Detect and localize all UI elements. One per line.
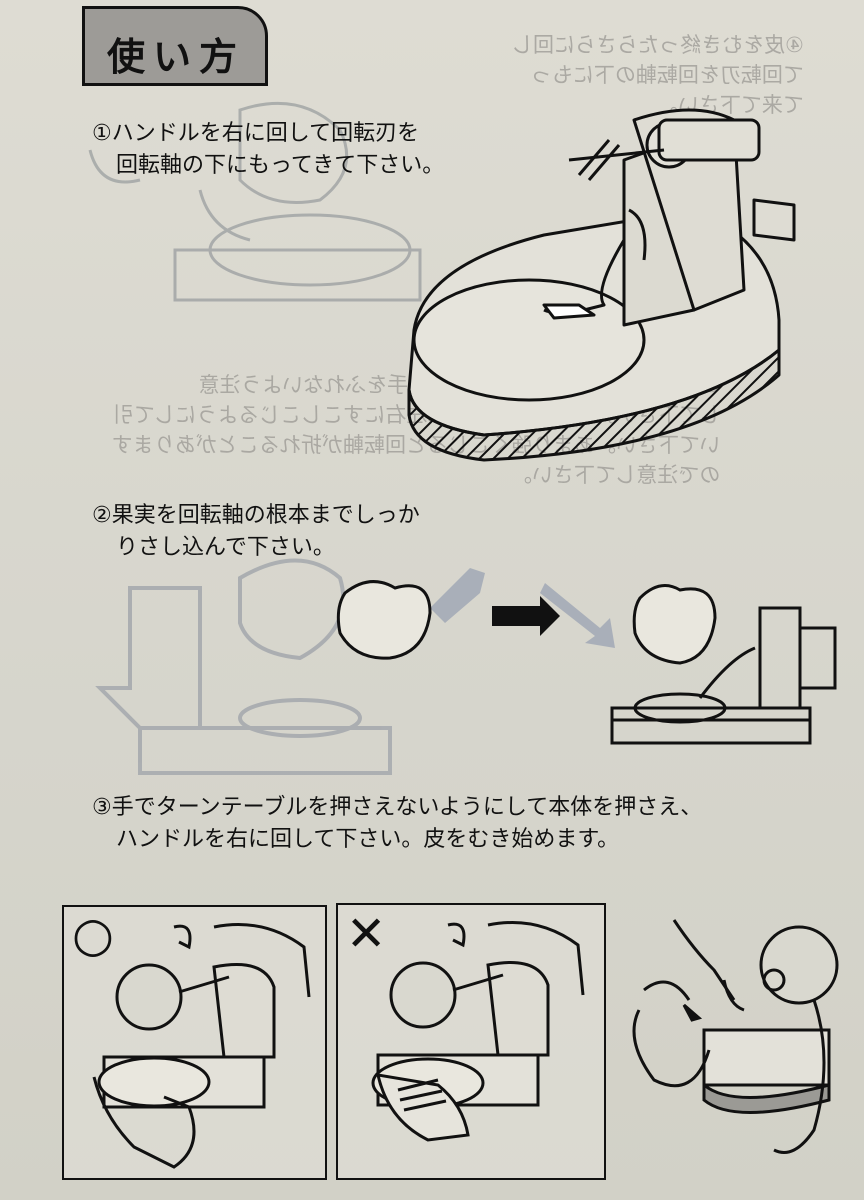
step-number: ③	[92, 795, 112, 820]
fruit-apple-small	[632, 584, 717, 665]
step-3-text: ③手でターンテーブルを押さえないようにして本体を押さえ、 ハンドルを右に回して下…	[92, 792, 702, 856]
section-title-tab: 使い方	[82, 6, 268, 86]
step-line: ハンドルを右に回して下さい。皮をむき始めます。	[116, 827, 620, 852]
wrong-usage-illustration	[371, 921, 585, 1142]
correct-usage-panel: ○	[62, 905, 327, 1180]
step-2-text: ②果実を回転軸の根本までしっか りさし込んで下さい。	[92, 500, 420, 564]
step-line: 果実を回転軸の根本までしっか	[111, 503, 420, 528]
correct-usage-illustration	[92, 923, 311, 1169]
step-line: ハンドルを右に回して回転刃を	[111, 121, 420, 146]
step-number: ①	[92, 121, 112, 146]
arrow-gray-up	[430, 568, 485, 623]
insert-fruit-illustration	[95, 558, 837, 775]
step-line: りさし込んで下さい。	[116, 535, 335, 560]
fruit-apple-large	[336, 580, 432, 660]
step-line: 手でターンテーブルを押さえないようにして本体を押さえ、	[111, 795, 703, 820]
step-number: ②	[92, 503, 112, 528]
wrong-mark: ✕	[346, 906, 387, 962]
peeler-side-view	[610, 606, 837, 745]
peeler-main-illustration	[407, 108, 796, 462]
correct-mark: ○	[72, 907, 114, 963]
arrow-gray-down	[540, 583, 615, 648]
wrong-usage-panel: ✕	[336, 903, 606, 1180]
step-line: 回転軸の下にもってきて下さい。	[116, 153, 445, 178]
peeling-in-progress-illustration	[632, 919, 839, 1154]
section-title: 使い方	[107, 35, 246, 79]
step-1-text: ①ハンドルを右に回して回転刃を 回転軸の下にもってきて下さい。	[92, 118, 444, 182]
arrow-black-right	[492, 596, 560, 636]
